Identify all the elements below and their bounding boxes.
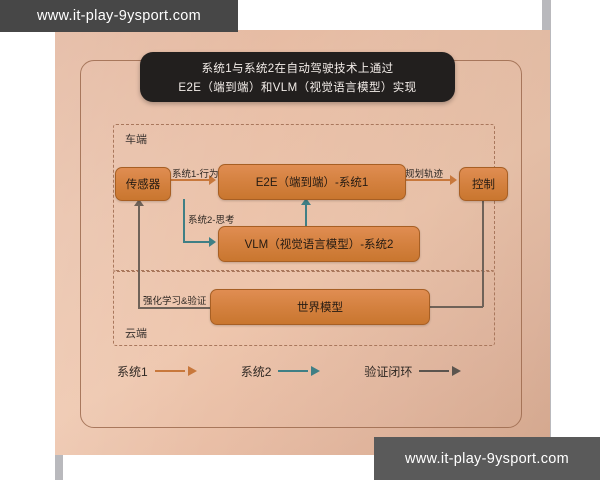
title-banner: 系统1与系统2在自动驾驶技术上通过 E2E（端到端）和VLM（视觉语言模型）实现 bbox=[140, 52, 455, 102]
legend-label-system1: 系统1 bbox=[117, 364, 148, 379]
title-line-1: 系统1与系统2在自动驾驶技术上通过 bbox=[201, 62, 394, 75]
legend-item-system1: 系统1 bbox=[117, 363, 197, 380]
legend-label-system2: 系统2 bbox=[240, 364, 272, 379]
legend-line-validation-loop bbox=[419, 369, 450, 373]
edge-label-system2-think: 系统2-思考 bbox=[188, 215, 235, 226]
watermark-top: www.it-play-9ysport.com bbox=[0, 0, 238, 32]
connector-vlm-to-e2e bbox=[305, 204, 307, 228]
legend: 系统1 系统2 验证闭环 bbox=[117, 360, 477, 382]
edge-label-planned-trajectory: 规划轨迹 bbox=[405, 169, 444, 180]
legend-line-system2 bbox=[278, 369, 309, 373]
region-label-vehicle: 车端 bbox=[125, 134, 147, 146]
legend-item-validation-loop: 验证闭环 bbox=[364, 363, 462, 380]
legend-item-system2: 系统2 bbox=[241, 363, 321, 380]
arrowhead-vlm-to-e2e bbox=[301, 198, 311, 205]
connector-world-to-sensor-vertical bbox=[138, 206, 140, 308]
edge-label-rl-and-validation: 强化学习&验证 bbox=[143, 296, 207, 307]
connector-sensor-to-e2e bbox=[169, 179, 211, 181]
connector-world-to-sensor-horizontal bbox=[138, 307, 211, 309]
connector-control-to-world-horizontal bbox=[430, 306, 483, 308]
legend-arrowhead-system1 bbox=[187, 366, 197, 376]
node-world-model[interactable]: 世界模型 bbox=[210, 289, 430, 325]
arrowhead-e2e-to-control bbox=[450, 175, 457, 185]
arrowhead-sensor-to-vlm bbox=[209, 237, 216, 247]
node-vlm-system2[interactable]: VLM（视觉语言模型）-系统2 bbox=[218, 226, 420, 262]
legend-label-validation-loop: 验证闭环 bbox=[364, 364, 413, 379]
arrowhead-world-to-sensor bbox=[134, 199, 144, 206]
legend-arrowhead-system2 bbox=[311, 366, 321, 376]
edge-label-system1-action: 系统1-行为 bbox=[172, 169, 219, 180]
legend-arrowhead-validation-loop bbox=[452, 366, 462, 376]
region-cloud-side bbox=[113, 270, 495, 346]
legend-line-system1 bbox=[154, 369, 185, 373]
node-sensor[interactable]: 传感器 bbox=[115, 167, 171, 201]
node-control[interactable]: 控制 bbox=[459, 167, 508, 201]
connector-e2e-to-control bbox=[404, 179, 452, 181]
title-line-2: E2E（端到端）和VLM（视觉语言模型）实现 bbox=[178, 81, 417, 94]
connector-sensor-to-vlm-vertical bbox=[183, 199, 185, 243]
connector-control-to-world-vertical bbox=[482, 199, 484, 307]
arrowhead-sensor-to-e2e bbox=[209, 175, 216, 185]
region-label-cloud: 云端 bbox=[125, 328, 147, 340]
diagram-photo: 系统1与系统2在自动驾驶技术上通过 E2E（端到端）和VLM（视觉语言模型）实现… bbox=[55, 30, 550, 455]
watermark-bottom: www.it-play-9ysport.com bbox=[374, 437, 600, 480]
connector-sensor-to-vlm-horizontal bbox=[183, 241, 211, 243]
node-e2e-system1[interactable]: E2E（端到端）-系统1 bbox=[218, 164, 406, 200]
